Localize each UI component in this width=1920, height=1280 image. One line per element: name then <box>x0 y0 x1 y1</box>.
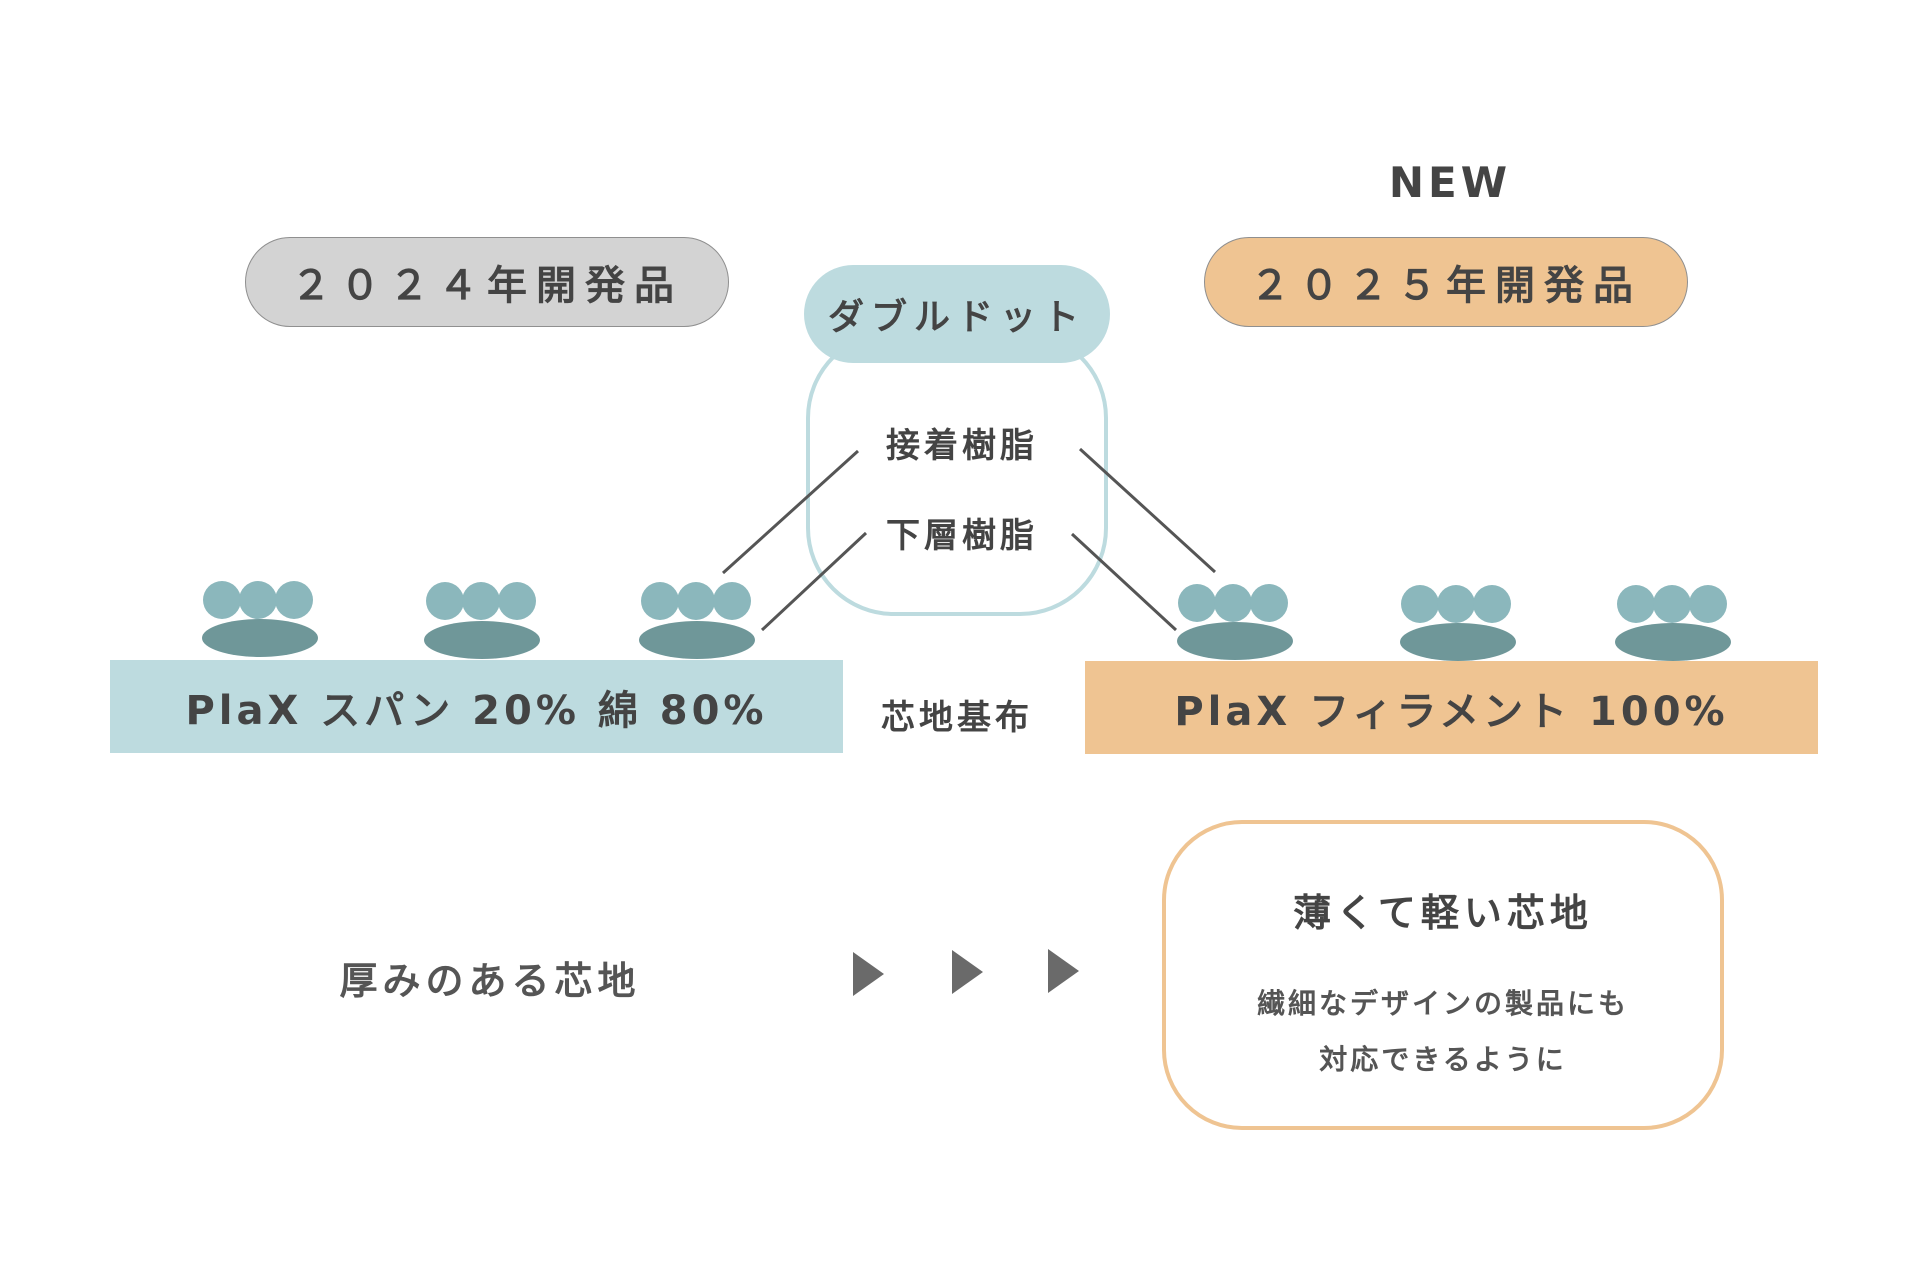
dot-group-old-1 <box>202 581 318 657</box>
new-label: NEW <box>1388 158 1512 207</box>
arrow-right-icon <box>952 950 983 994</box>
arrow-right-icon <box>1048 949 1079 993</box>
dot-group-old-2 <box>424 582 540 659</box>
dot-group-new-2 <box>1400 585 1516 661</box>
arrow-right-icon <box>853 952 884 996</box>
result-box <box>1162 820 1724 1130</box>
leader-line-lower-right <box>1070 532 1178 632</box>
double-dot-title: ダブルドット <box>804 265 1110 363</box>
leader-line-adhesive-left <box>721 449 860 575</box>
new-base-fabric-bar: PlaX フィラメント 100% <box>1085 661 1818 754</box>
lower-resin-label: 下層樹脂 <box>886 516 1038 556</box>
old-product-pill: ２０２４年開発品 <box>245 237 729 327</box>
thick-interlining-label: 厚みのある芯地 <box>339 959 641 1003</box>
result-description-line2: 対応できるように <box>1319 1043 1567 1076</box>
new-product-pill: ２０２５年開発品 <box>1204 237 1688 327</box>
leader-line-adhesive-right <box>1078 447 1217 574</box>
old-base-fabric-bar: PlaX スパン 20% 綿 80% <box>110 660 843 753</box>
adhesive-resin-label: 接着樹脂 <box>886 426 1038 466</box>
result-title: 薄くて軽い芯地 <box>1293 891 1593 935</box>
result-description-line1: 繊細なデザインの製品にも <box>1256 987 1629 1020</box>
base-fabric-label: 芯地基布 <box>881 698 1033 738</box>
dot-group-new-3 <box>1615 585 1731 661</box>
leader-lines <box>721 447 1217 632</box>
leader-line-lower-left <box>760 531 868 632</box>
dot-group-new-1 <box>1177 584 1293 660</box>
dot-group-old-3 <box>639 582 755 659</box>
